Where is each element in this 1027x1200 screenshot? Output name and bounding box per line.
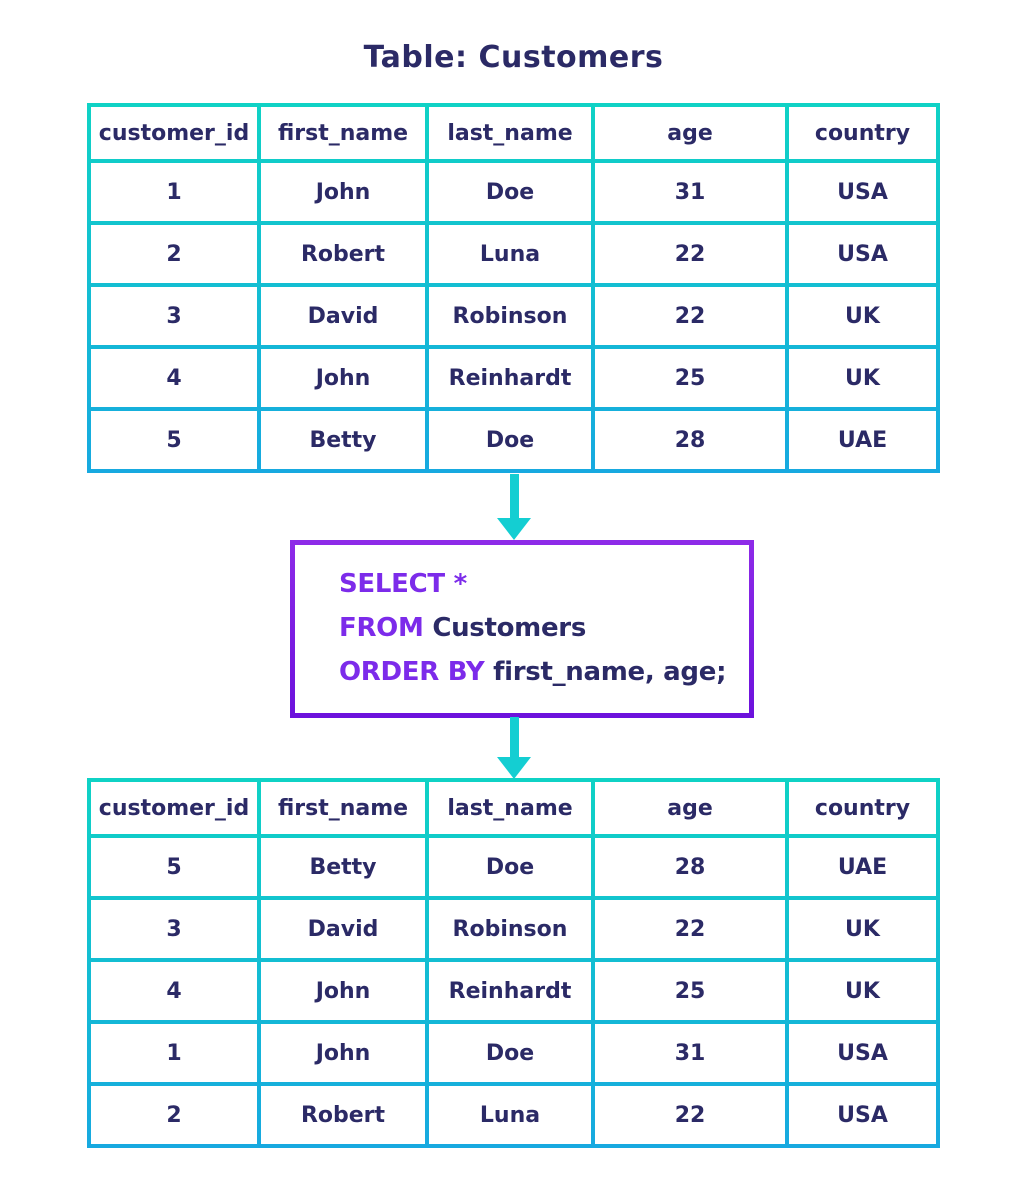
table-cell: Betty (261, 838, 425, 896)
table-cell: Doe (429, 838, 591, 896)
table-cell: 5 (91, 838, 257, 896)
arrow-head (497, 518, 531, 540)
table-cell: USA (789, 225, 936, 283)
table-cell: 31 (595, 163, 785, 221)
table-row: 4 John Reinhardt 25 UK (91, 962, 936, 1020)
table-cell: David (261, 900, 425, 958)
table-cell: UAE (789, 838, 936, 896)
header-row: customer_id first_name last_name age cou… (91, 782, 936, 834)
table-cell: David (261, 287, 425, 345)
column-header-age: age (595, 107, 785, 159)
table-cell: 1 (91, 163, 257, 221)
table-cell: 22 (595, 225, 785, 283)
table-cell: Robinson (429, 900, 591, 958)
table-cell: 25 (595, 962, 785, 1020)
table-cell: Robinson (429, 287, 591, 345)
table-cell: 3 (91, 287, 257, 345)
source-table-grid: customer_id first_name last_name age cou… (87, 103, 940, 473)
table-row: 2 Robert Luna 22 USA (91, 225, 936, 283)
table-cell: Luna (429, 1086, 591, 1144)
table-cell: UAE (789, 411, 936, 469)
sql-query-content: SELECT * FROM Customers ORDER BY first_n… (295, 545, 749, 713)
table-cell: UK (789, 349, 936, 407)
arrow-stem (509, 717, 519, 757)
table-cell: 4 (91, 349, 257, 407)
result-table: customer_id first_name last_name age cou… (87, 778, 940, 1148)
table-cell: 22 (595, 1086, 785, 1144)
table-cell: 2 (91, 225, 257, 283)
sql-query-box: SELECT * FROM Customers ORDER BY first_n… (290, 540, 754, 718)
table-cell: UK (789, 900, 936, 958)
table-cell: 25 (595, 349, 785, 407)
table-cell: USA (789, 1024, 936, 1082)
table-cell: John (261, 962, 425, 1020)
column-header-first-name: first_name (261, 782, 425, 834)
table-row: 4 John Reinhardt 25 UK (91, 349, 936, 407)
table-cell: 31 (595, 1024, 785, 1082)
sql-text: first_name, age; (484, 657, 727, 687)
arrow-head (497, 757, 531, 779)
table-row: 3 David Robinson 22 UK (91, 900, 936, 958)
table-row: 5 Betty Doe 28 UAE (91, 838, 936, 896)
sql-line-from: FROM Customers (339, 606, 749, 650)
sql-keyword: FROM (339, 613, 424, 643)
arrow-down-icon (497, 474, 531, 540)
table-cell: 4 (91, 962, 257, 1020)
table-row: 5 Betty Doe 28 UAE (91, 411, 936, 469)
table-cell: Doe (429, 1024, 591, 1082)
column-header-customer-id: customer_id (91, 107, 257, 159)
table-cell: USA (789, 1086, 936, 1144)
table-cell: John (261, 163, 425, 221)
table-cell: Doe (429, 163, 591, 221)
arrow-down-icon (497, 717, 531, 779)
table-cell: John (261, 1024, 425, 1082)
column-header-country: country (789, 107, 936, 159)
column-header-last-name: last_name (429, 782, 591, 834)
sql-keyword: ORDER BY (339, 657, 485, 687)
table-cell: John (261, 349, 425, 407)
table-cell: UK (789, 287, 936, 345)
arrow-stem (509, 474, 519, 518)
table-cell: 5 (91, 411, 257, 469)
table-cell: UK (789, 962, 936, 1020)
table-cell: Reinhardt (429, 962, 591, 1020)
table-row: 1 John Doe 31 USA (91, 163, 936, 221)
column-header-last-name: last_name (429, 107, 591, 159)
diagram-title: Table: Customers (363, 40, 664, 75)
table-row: 3 David Robinson 22 UK (91, 287, 936, 345)
column-header-customer-id: customer_id (91, 782, 257, 834)
table-cell: 28 (595, 838, 785, 896)
table-cell: Robert (261, 225, 425, 283)
column-header-first-name: first_name (261, 107, 425, 159)
sql-line-select: SELECT * (339, 562, 749, 606)
column-header-country: country (789, 782, 936, 834)
table-cell: 22 (595, 900, 785, 958)
source-table: customer_id first_name last_name age cou… (87, 103, 940, 473)
table-cell: Luna (429, 225, 591, 283)
table-cell: Doe (429, 411, 591, 469)
table-cell: Robert (261, 1086, 425, 1144)
table-cell: 2 (91, 1086, 257, 1144)
sql-line-order-by: ORDER BY first_name, age; (339, 650, 749, 694)
table-cell: 22 (595, 287, 785, 345)
table-cell: 28 (595, 411, 785, 469)
sql-keyword: SELECT * (339, 569, 467, 599)
table-cell: 3 (91, 900, 257, 958)
result-table-grid: customer_id first_name last_name age cou… (87, 778, 940, 1148)
header-row: customer_id first_name last_name age cou… (91, 107, 936, 159)
table-cell: 1 (91, 1024, 257, 1082)
table-row: 2 Robert Luna 22 USA (91, 1086, 936, 1144)
table-cell: Betty (261, 411, 425, 469)
column-header-age: age (595, 782, 785, 834)
table-cell: USA (789, 163, 936, 221)
sql-text: Customers (423, 613, 586, 643)
table-cell: Reinhardt (429, 349, 591, 407)
table-row: 1 John Doe 31 USA (91, 1024, 936, 1082)
